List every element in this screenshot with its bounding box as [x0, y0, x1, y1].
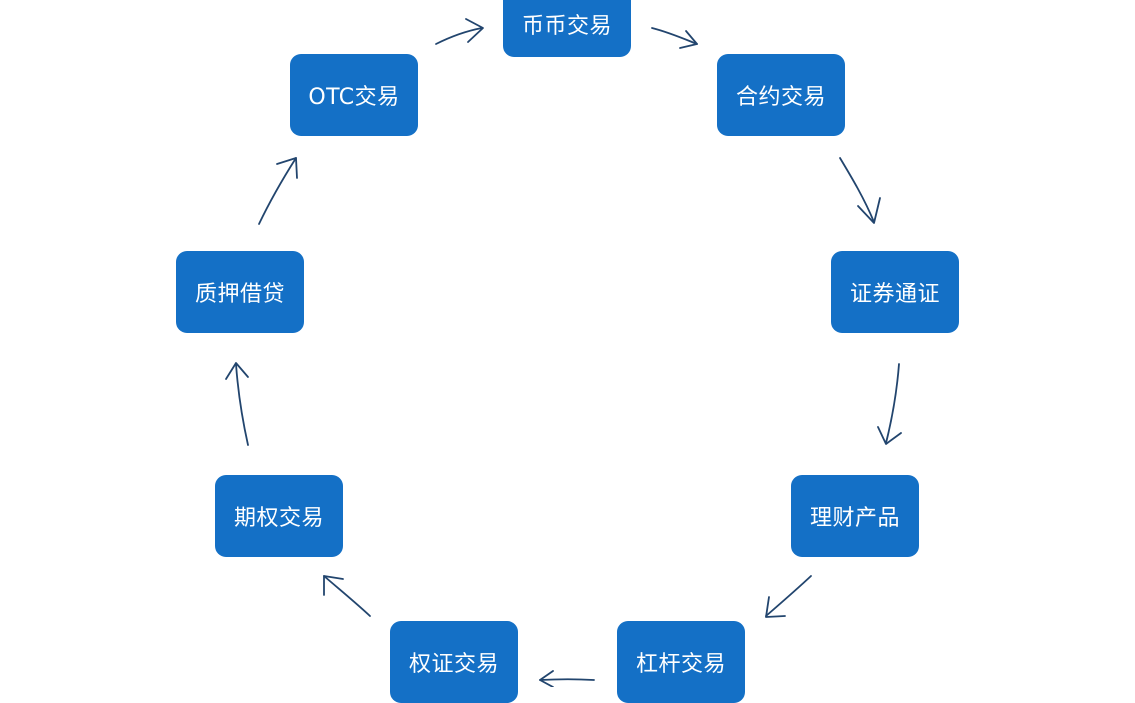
arrow-collateral-loan-to-otc [258, 157, 298, 225]
cycle-arrows [225, 18, 902, 687]
node-label: 币币交易 [521, 14, 612, 39]
node-label: 期权交易 [233, 506, 324, 531]
node-options-trading: 期权交易 [215, 475, 343, 557]
arrow-security-token-to-wealth [877, 363, 902, 445]
node-security-token: 证券通证 [831, 251, 959, 333]
arrow-warrant-to-options [323, 575, 371, 617]
node-margin-trading: 杠杆交易 [617, 621, 745, 703]
arrow-spot-to-contract [651, 27, 698, 49]
node-label: 质押借贷 [194, 282, 285, 307]
arrow-options-to-collateral-loan [225, 362, 249, 446]
node-label: 权证交易 [408, 652, 499, 677]
node-label: OTC交易 [308, 85, 400, 110]
arrow-otc-to-spot [435, 18, 484, 45]
node-contract-trading: 合约交易 [717, 54, 845, 136]
arrow-margin-to-warrant [539, 670, 595, 687]
node-label: 合约交易 [735, 85, 826, 110]
arrow-wealth-to-margin [765, 575, 812, 618]
node-warrant-trading: 权证交易 [390, 621, 518, 703]
node-collateral-loan: 质押借贷 [176, 251, 304, 333]
node-otc-trading: OTC交易 [290, 54, 418, 136]
node-wealth-products: 理财产品 [791, 475, 919, 557]
node-spot-trading: 币币交易 [503, 0, 631, 57]
node-label: 理财产品 [809, 506, 900, 531]
node-label: 证券通证 [849, 282, 940, 307]
arrow-contract-to-security-token [839, 157, 881, 224]
node-label: 杠杆交易 [635, 652, 726, 677]
